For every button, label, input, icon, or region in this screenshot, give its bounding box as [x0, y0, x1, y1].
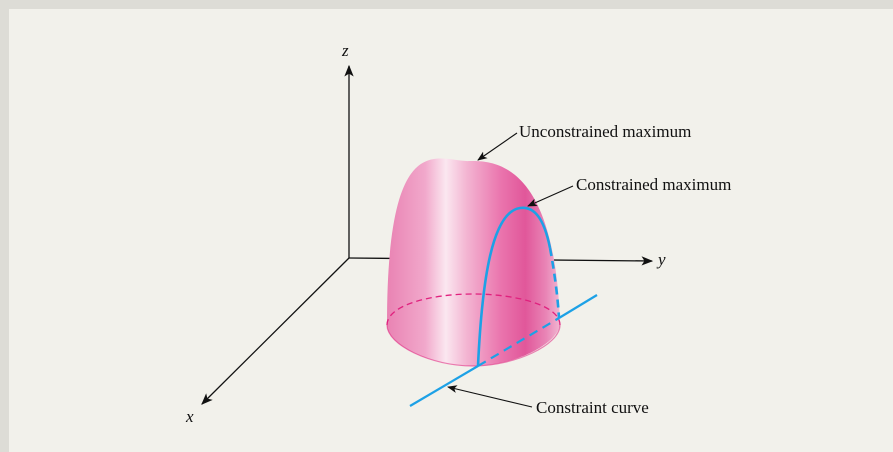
- y-axis-label: y: [656, 250, 666, 269]
- constrained-max-label: Constrained maximum: [576, 175, 731, 194]
- unconstrained-max-leader: [478, 133, 517, 160]
- constraint-curve-leader: [448, 387, 532, 407]
- z-axis-label: z: [341, 41, 349, 60]
- x-axis-label: x: [185, 407, 194, 426]
- constraint-curve-label: Constraint curve: [536, 398, 649, 417]
- unconstrained-max-label: Unconstrained maximum: [519, 122, 691, 141]
- constraint-line-front: [410, 366, 478, 406]
- surface-dome: [387, 159, 560, 366]
- constraint-line-back: [559, 295, 597, 318]
- x-axis: [202, 258, 349, 404]
- constrained-max-leader: [528, 186, 573, 206]
